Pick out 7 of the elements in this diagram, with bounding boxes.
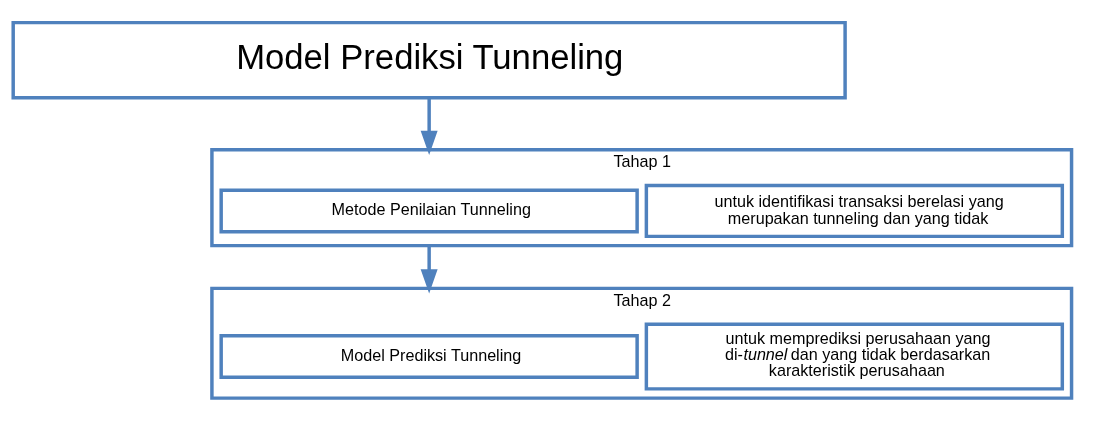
node-box: untuk identifikasi transaksi berelasi yang merupakan tunneling dan yang tidak	[644, 183, 1065, 238]
node-box: untuk memprediksi perusahaan yang di-tunnel dan yang tidak berdasarkan karakteristik perusahaan	[644, 321, 1065, 391]
node-box: Model Prediksi Tunneling	[11, 20, 847, 99]
node-box: Model Prediksi Tunneling	[219, 333, 639, 379]
arrow	[420, 97, 438, 155]
arrow	[420, 245, 438, 294]
node-box: Metode Penilaian Tunneling	[219, 187, 639, 233]
